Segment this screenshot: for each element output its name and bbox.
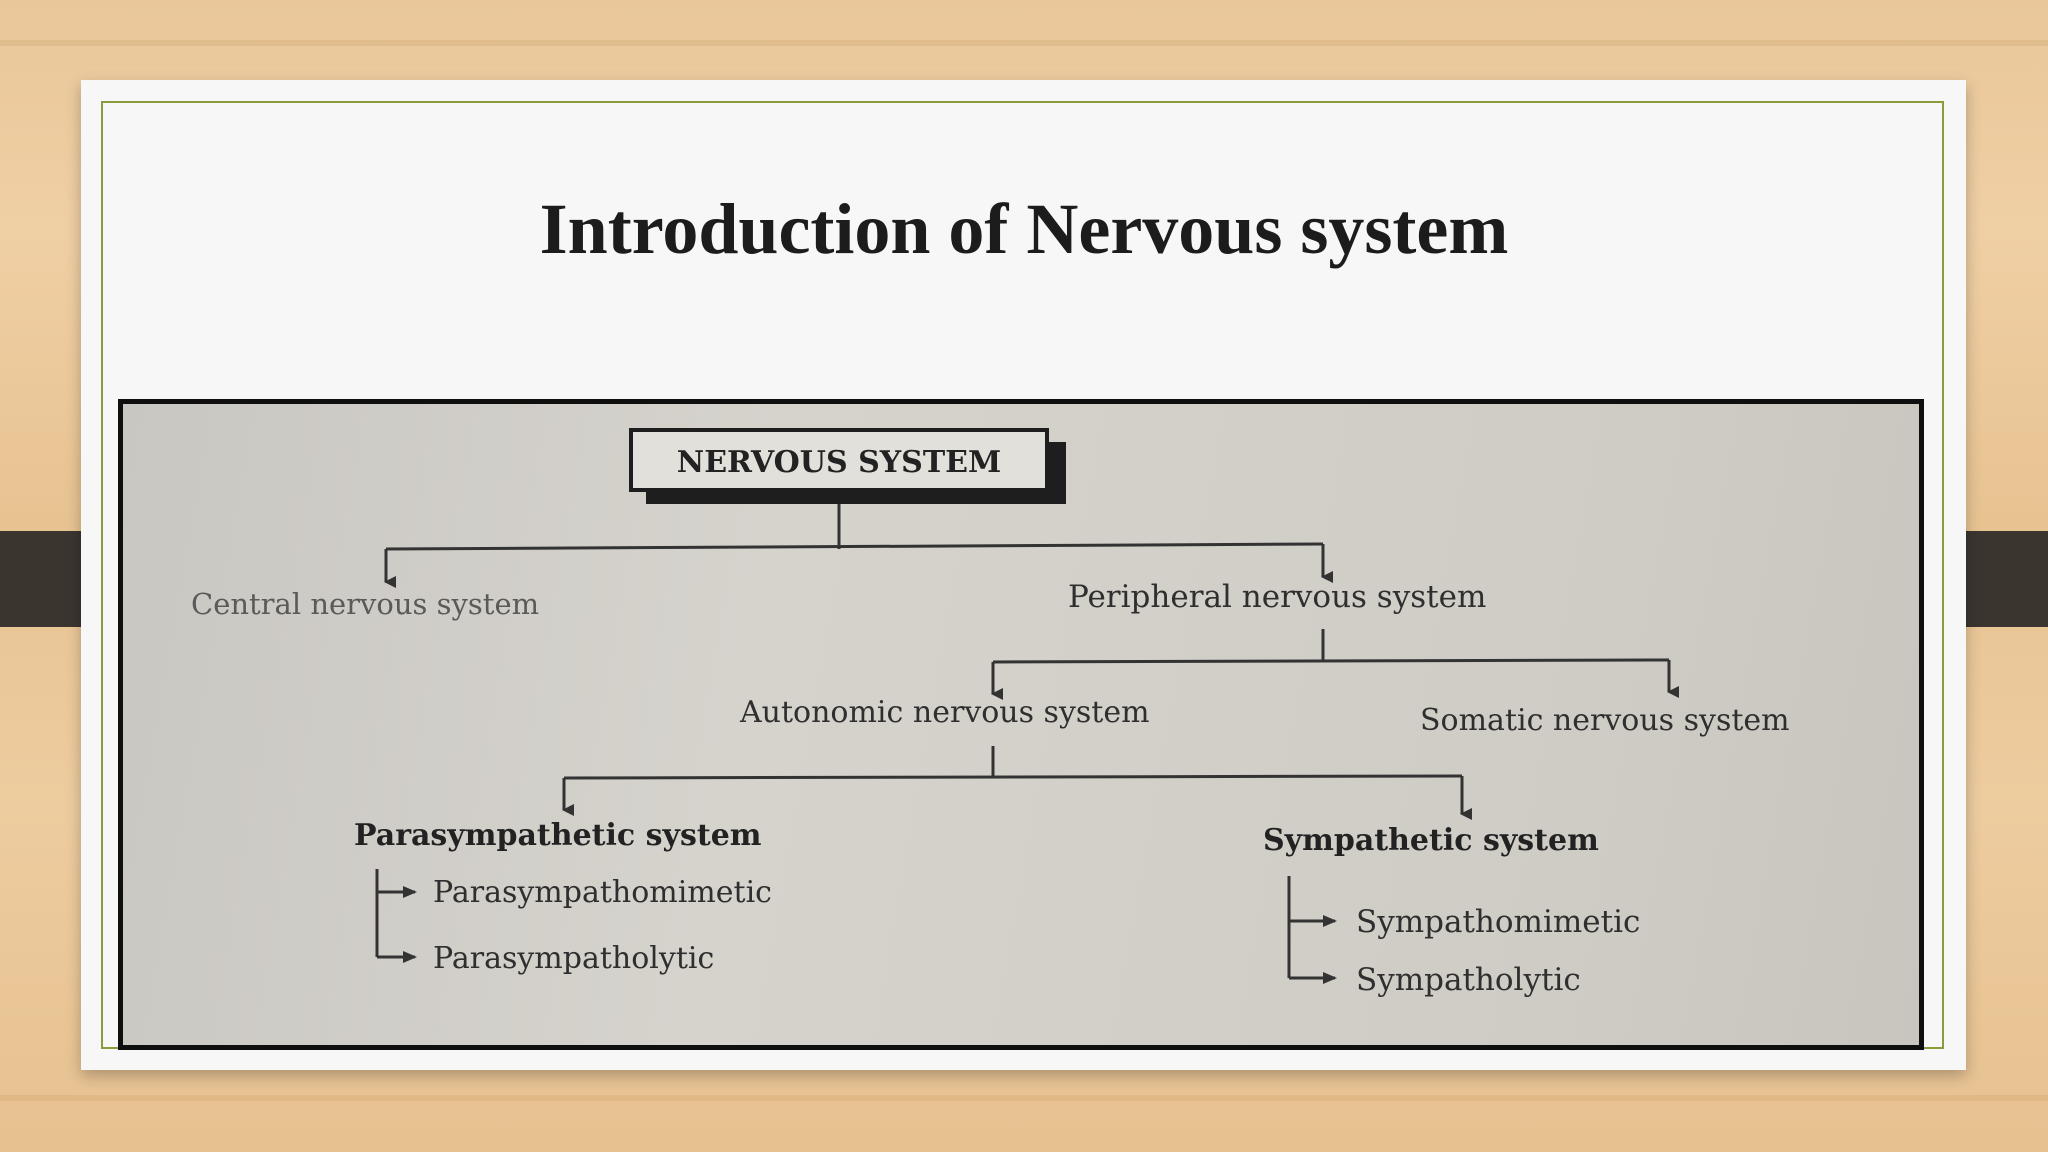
somatic-label: Somatic nervous system <box>1420 703 1790 738</box>
slide-title: Introduction of Nervous system <box>539 189 1509 269</box>
peripheral-label: Peripheral nervous system <box>1068 579 1486 615</box>
autonomic-label: Autonomic nervous system <box>739 695 1150 730</box>
sympatholytic-label: Sympatholytic <box>1356 962 1581 998</box>
sympathomimetic-label: Sympathomimetic <box>1356 904 1640 940</box>
root-box <box>629 428 1049 492</box>
decorative-band-right <box>1960 531 2048 627</box>
central-label: Central nervous system <box>191 587 539 621</box>
sympathetic-label: Sympathetic system <box>1263 823 1599 858</box>
level2-connectors <box>991 629 1679 700</box>
wood-grain <box>0 1095 2048 1101</box>
diagram-photo: NERVOUS SYSTEM Central nervous system Pe… <box>118 399 1924 1050</box>
parasympatholytic-label: Parasympatholytic <box>433 941 714 976</box>
parasympathetic-label: Parasympathetic system <box>354 818 762 853</box>
root-label: NERVOUS SYSTEM <box>677 445 1001 480</box>
wood-grain <box>0 40 2048 46</box>
level3-connectors <box>562 746 1472 820</box>
sympathetic-connectors <box>1287 876 1337 984</box>
parasympathetic-connectors <box>375 869 417 963</box>
parasympathomimetic-label: Parasympathomimetic <box>433 875 772 910</box>
nervous-system-tree: NERVOUS SYSTEM Central nervous system Pe… <box>191 428 1790 998</box>
level1-connectors <box>384 504 1333 588</box>
